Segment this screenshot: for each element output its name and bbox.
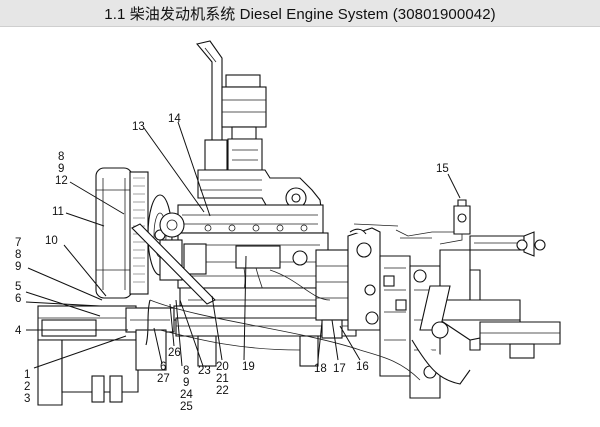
callout-15: 15 [436, 163, 449, 175]
callout-8a: 8 [15, 249, 21, 261]
transmission [315, 227, 381, 339]
title-number: 1.1 [104, 5, 126, 23]
engine-drawing: 1 2 3 4 5 6 7 8 9 10 11 8 9 12 13 14 15 … [15, 40, 561, 413]
control-lever [439, 199, 471, 245]
callout-22: 22 [216, 385, 229, 397]
title-english: Diesel Engine System [239, 5, 389, 23]
callout-17: 17 [333, 363, 346, 375]
callout-9b: 9 [58, 163, 64, 175]
callout-20: 20 [216, 361, 229, 373]
callout-9a: 9 [15, 261, 21, 273]
title-bar: 1.1 柴油发动机系统 Diesel Engine System (308019… [0, 0, 600, 27]
title-chinese: 柴油发动机系统 [129, 5, 236, 23]
callout-1: 1 [24, 369, 30, 381]
callout-8b: 8 [58, 151, 64, 163]
callout-19: 19 [242, 361, 255, 373]
radiator [95, 167, 185, 299]
callout-26: 26 [168, 347, 181, 359]
rear-chassis [353, 223, 561, 399]
callout-13: 13 [132, 121, 145, 133]
callout-11: 11 [52, 206, 64, 218]
page-title: 1.1 柴油发动机系统 Diesel Engine System (308019… [104, 3, 496, 24]
title-code: (30801900042) [392, 5, 496, 23]
callout-7: 7 [15, 237, 21, 249]
engine-block [177, 169, 331, 326]
base-frame [37, 299, 359, 406]
callout-27: 27 [157, 373, 170, 385]
callout-4: 4 [15, 325, 22, 337]
callout-14: 14 [168, 113, 181, 125]
callout-2: 2 [24, 381, 30, 393]
callout-18: 18 [314, 363, 327, 375]
callout-23: 23 [198, 365, 211, 377]
callout-6a: 6 [15, 293, 21, 305]
callout-10: 10 [45, 235, 58, 247]
support-bar [131, 223, 216, 305]
callout-21: 21 [216, 373, 229, 385]
callouts: 1 2 3 4 5 6 7 8 9 10 11 8 9 12 13 14 15 … [15, 113, 449, 413]
callout-6b: 6 [160, 361, 166, 373]
hoses [149, 269, 421, 381]
leader-lines [25, 121, 461, 369]
callout-24: 24 [180, 389, 193, 401]
callout-8c: 8 [183, 365, 189, 377]
callout-25: 25 [180, 401, 193, 413]
callout-12: 12 [55, 175, 68, 187]
callout-9c: 9 [183, 377, 189, 389]
callout-3: 3 [24, 393, 30, 405]
callout-16: 16 [356, 361, 369, 373]
air-cleaner [221, 74, 267, 173]
callout-5: 5 [15, 281, 21, 293]
